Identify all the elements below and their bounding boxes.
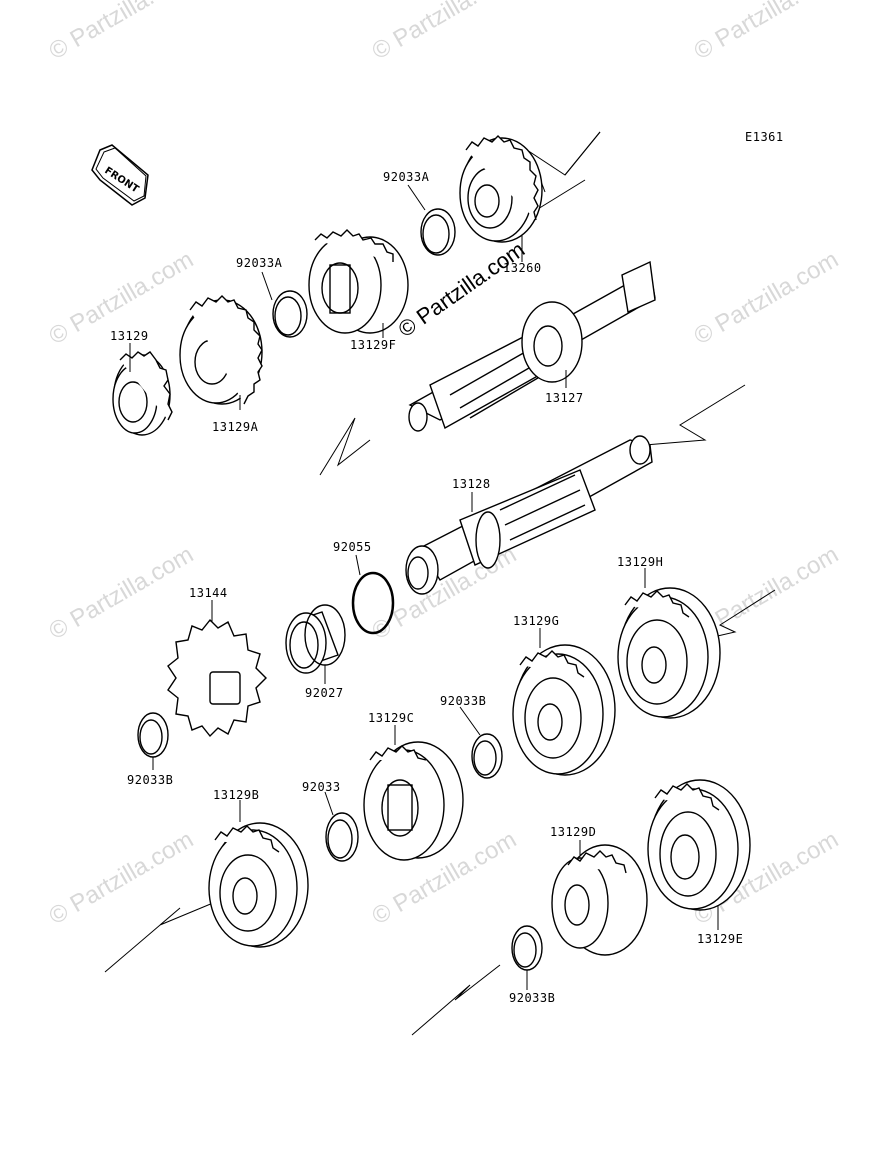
gear-13129	[112, 351, 173, 436]
watermark: © Partzilla.com	[690, 0, 844, 65]
gear-13129E	[647, 779, 751, 911]
label-92033A-1: 92033A	[236, 256, 283, 270]
circlip-92033A-1	[272, 290, 308, 338]
watermark: © Partzilla.com	[690, 246, 844, 350]
label-92033B-3: 92033B	[509, 991, 555, 1005]
gear-13129C	[363, 741, 464, 861]
watermark-main: © Partzilla.com	[394, 237, 530, 343]
output-shaft-13128	[405, 435, 653, 595]
circlip-92033B-1	[137, 712, 169, 758]
circlip-92033	[325, 812, 359, 862]
gear-13129A	[179, 295, 263, 405]
label-13129: 13129	[110, 329, 149, 343]
label-92033A-2: 92033A	[383, 170, 430, 184]
circlip-92033B-3	[511, 925, 543, 971]
leader-lines	[129, 184, 719, 990]
gear-13260	[459, 135, 543, 243]
label-13144: 13144	[189, 586, 228, 600]
label-92033: 92033	[302, 780, 341, 794]
watermark: © Partzilla.com	[45, 826, 199, 930]
label-13128: 13128	[452, 477, 491, 491]
label-92033B-2: 92033B	[440, 694, 486, 708]
label-13129F: 13129F	[350, 338, 396, 352]
label-92033B-1: 92033B	[127, 773, 173, 787]
watermark: © Partzilla.com	[45, 541, 199, 645]
watermark: © Partzilla.com	[368, 0, 522, 65]
label-92027: 92027	[305, 686, 344, 700]
main-shaft-13127	[408, 260, 656, 432]
gear-13129D	[551, 844, 648, 956]
label-13129D: 13129D	[550, 825, 596, 839]
circlip-92033A-2	[420, 208, 456, 256]
diagram-code: E1361	[745, 130, 784, 144]
oring-92055	[351, 571, 395, 635]
part-labels: 13129 13129A 92033A 13129F 92033A 13260 …	[110, 170, 743, 1005]
label-92055: 92055	[333, 540, 372, 554]
gear-13129H	[617, 587, 721, 719]
label-13129G: 13129G	[513, 614, 559, 628]
collar-92027	[285, 604, 346, 674]
label-13129E: 13129E	[697, 932, 743, 946]
label-13129H: 13129H	[617, 555, 663, 569]
label-13129A: 13129A	[212, 420, 259, 434]
watermark: © Partzilla.com	[45, 0, 199, 65]
label-13260: 13260	[503, 261, 542, 275]
gear-13129G	[512, 644, 616, 776]
label-13129C: 13129C	[368, 711, 414, 725]
label-13129B: 13129B	[213, 788, 259, 802]
watermark-main-text: © Partzilla.com	[394, 237, 530, 343]
gear-13129B	[208, 822, 309, 948]
label-13127: 13127	[545, 391, 584, 405]
circlip-92033B-2	[471, 733, 503, 779]
gear-13129F	[308, 229, 409, 334]
sprocket-13144	[167, 618, 267, 738]
front-arrow-icon: FRONT	[91, 144, 149, 206]
